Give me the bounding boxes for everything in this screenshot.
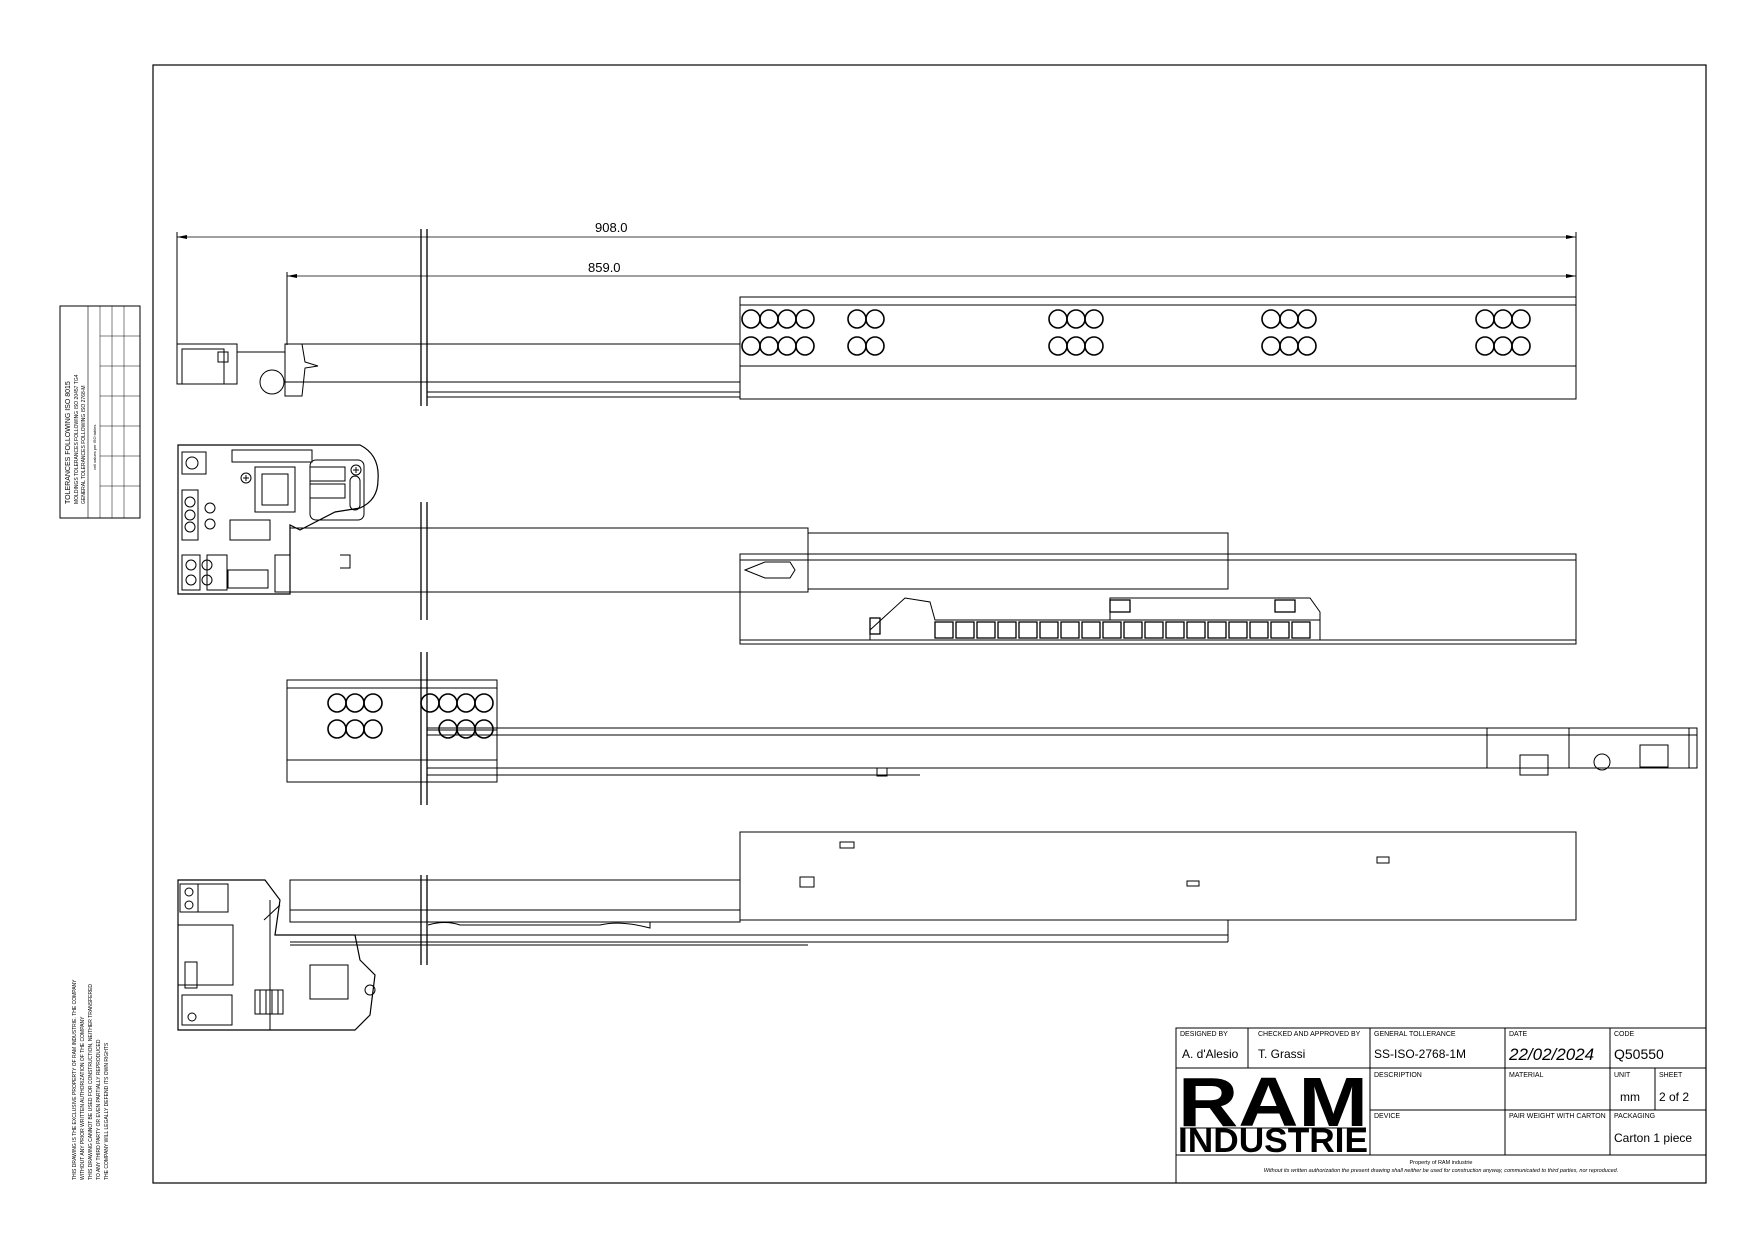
material-label: MATERIAL (1509, 1072, 1544, 1079)
view-4-bottom-view (177, 831, 1577, 1031)
drawing-frame (152, 64, 1707, 1184)
tolerance-note-box: TOLERANCES FOLLOWING ISO 8015 MOLDINGS T… (59, 305, 141, 519)
date-label: DATE (1509, 1031, 1527, 1038)
tolerance-line-2: MOLDINGS TOLERANCES FOLLOWING ISO 20457 … (74, 374, 80, 504)
checked-by-label: CHECKED AND APPROVED BY (1258, 1031, 1361, 1038)
view-1-hole-pattern (741, 309, 1531, 356)
footer-rights-line: Without its written authorization the pr… (1264, 1168, 1618, 1174)
code-value: Q50550 (1614, 1046, 1664, 1062)
copyright-notice: THIS DRAWING IS THE EXCLUSIVE PROPERTY O… (72, 979, 110, 1180)
packaging-label: PACKAGING (1614, 1113, 1655, 1120)
date-value: 22/02/2024 (1508, 1045, 1594, 1064)
view-3-rear-side (286, 652, 1698, 805)
unit-value: mm (1620, 1090, 1640, 1104)
view-2-damper-cells (869, 599, 1311, 639)
view-3-hole-pattern (327, 693, 494, 739)
footer-property-line: Property of RAM industrie (1410, 1160, 1473, 1166)
designed-by-label: DESIGNED BY (1180, 1031, 1228, 1038)
tolerance-value: SS-ISO-2768-1M (1374, 1047, 1466, 1061)
copyright-line-2: WITHOUT ANY PRIOR WRITTEN AUTHORIZATION … (80, 1016, 86, 1180)
unit-label: UNIT (1614, 1072, 1631, 1079)
packaging-value: Carton 1 piece (1614, 1131, 1692, 1145)
copyright-line-3: THIS DRAWING CANNOT BE USED FOR CONSTRUC… (88, 984, 94, 1180)
designed-by-value: A. d'Alesio (1182, 1047, 1239, 1061)
code-label: CODE (1614, 1031, 1635, 1038)
tolerance-label: GENERAL TOLLERANCE (1374, 1031, 1456, 1038)
dimension-rail-length: 859.0 (588, 260, 621, 275)
checked-by-value: T. Grassi (1258, 1047, 1305, 1061)
weight-label: PAIR WEIGHT WITH CARTON (1509, 1113, 1606, 1120)
ram-industrie-logo: RAM INDUSTRIE (1178, 1063, 1368, 1160)
copyright-line-1: THIS DRAWING IS THE EXCLUSIVE PROPERTY O… (72, 979, 78, 1180)
logo-industrie: INDUSTRIE (1178, 1122, 1368, 1160)
tolerance-line-4: cell values per ISO tables (92, 425, 97, 470)
dimension-overall-length: 908.0 (595, 220, 628, 235)
copyright-line-5: THE COMPANY WILL LEGALLY DEFEND ITS OWN … (104, 1042, 110, 1180)
description-label: DESCRIPTION (1374, 1072, 1422, 1079)
sheet-label: SHEET (1659, 1072, 1683, 1079)
device-label: DEVICE (1374, 1113, 1400, 1120)
title-block-grid (1175, 1027, 1707, 1184)
tolerance-line-3: GENERAL TOLERANCES FOLLOWING ISO 2768-M (81, 385, 87, 504)
view-1-side-with-dimensions (176, 229, 1577, 406)
view-2-top-view (177, 444, 1577, 645)
copyright-line-4: TO ANY THIRD PARTY OR EVEN PARTIALLY REP… (96, 1039, 102, 1180)
tolerance-title: TOLERANCES FOLLOWING ISO 8015 (65, 381, 72, 504)
sheet-value: 2 of 2 (1659, 1090, 1689, 1104)
